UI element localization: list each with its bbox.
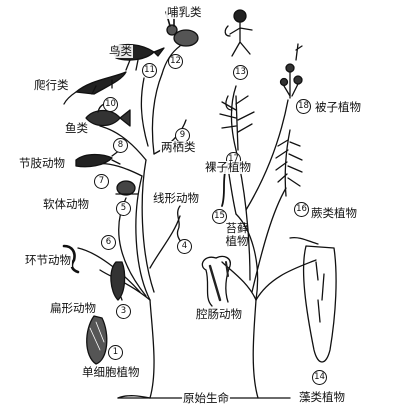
organism-label-11: 鸟类: [108, 44, 133, 58]
organism-label-15: 苔藓植物: [225, 221, 249, 248]
organism-label-16: 蕨类植物: [310, 206, 358, 220]
earthworm-icon: [62, 244, 80, 274]
organism-label-2: 腔肠动物: [195, 307, 243, 321]
base-label-primitive-life: 原始生命: [182, 391, 230, 405]
organism-number-12: 12: [168, 54, 183, 69]
fern-icon: [275, 129, 303, 197]
organism-number-13: 13: [233, 65, 248, 80]
organism-label-14: 藻类植物: [298, 390, 346, 404]
organism-number-4: 4: [177, 239, 192, 254]
organism-label-3: 扁形动物: [49, 301, 97, 315]
rabbit-icon: [165, 11, 199, 47]
organism-label-5: 软体动物: [42, 197, 90, 211]
organism-number-8: 8: [113, 138, 128, 153]
human-icon: [224, 9, 253, 57]
organism-number-3: 3: [116, 304, 131, 319]
conifer-icon: [219, 95, 255, 151]
flowering-plant-icon: [279, 43, 303, 99]
organism-label-10: 爬行类: [33, 78, 70, 92]
organism-label-17: 裸子植物: [204, 160, 252, 174]
organism-number-1: 1: [108, 345, 123, 360]
organism-number-11: 11: [142, 63, 157, 78]
lizard-icon: [63, 71, 127, 105]
organism-label-1: 单细胞植物: [81, 365, 141, 379]
organism-label-12: 哺乳类: [166, 5, 203, 19]
organism-label-6: 环节动物: [24, 253, 72, 267]
flatworm-icon: [110, 261, 126, 301]
crayfish-icon: [75, 149, 121, 168]
organism-number-18: 18: [296, 99, 311, 114]
coelenterate-icon: [201, 255, 231, 307]
kelp-icon: [289, 236, 337, 363]
organism-label-18: 被子植物: [314, 100, 362, 114]
organism-label-7: 节肢动物: [18, 156, 66, 170]
organism-number-7: 7: [94, 174, 109, 189]
organism-number-10: 10: [103, 97, 118, 112]
roundworm-icon: [176, 205, 183, 245]
organism-label-9: 两栖类: [160, 140, 197, 154]
organism-number-15: 15: [212, 209, 227, 224]
snail-icon: [115, 180, 139, 196]
organism-number-5: 5: [116, 201, 131, 216]
organism-number-16: 16: [294, 202, 309, 217]
organism-number-14: 14: [312, 370, 327, 385]
organism-number-6: 6: [101, 235, 116, 250]
organism-label-4: 线形动物: [152, 191, 200, 205]
single-cell-organism-icon: [86, 315, 108, 365]
organism-label-8: 鱼类: [64, 121, 89, 135]
